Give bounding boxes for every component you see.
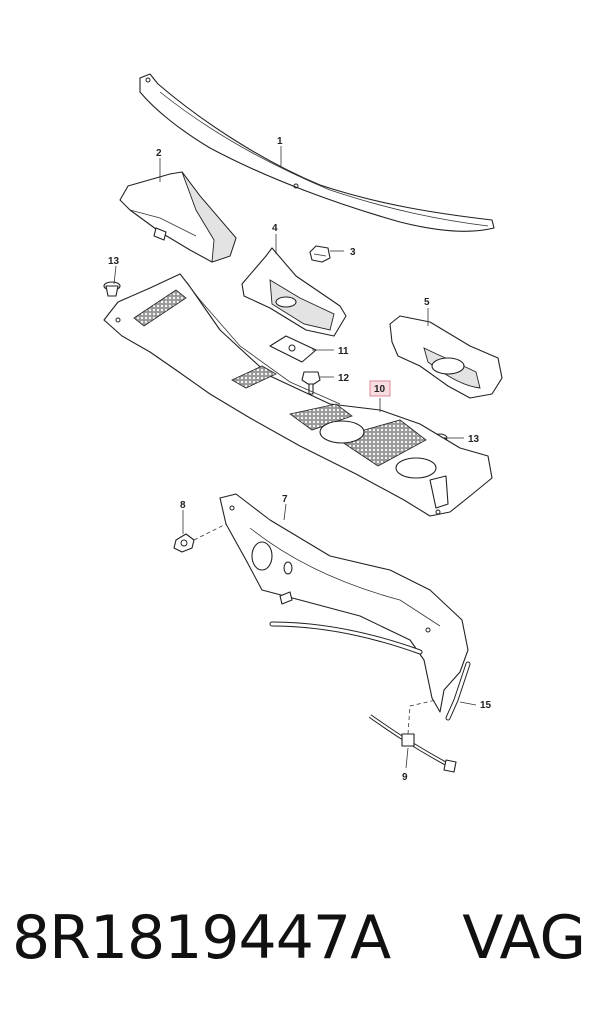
callout-15: 15 bbox=[480, 700, 492, 711]
part-8-nut bbox=[173, 533, 195, 553]
footer: 8R1819447A VAG bbox=[0, 888, 600, 988]
part-4-middle-tray bbox=[241, 247, 347, 337]
part-7-bulkhead-panel bbox=[219, 493, 469, 713]
callout-1: 1 bbox=[277, 136, 283, 147]
callout-11: 11 bbox=[338, 346, 349, 357]
part-9-cable-tie bbox=[368, 714, 457, 773]
part-2-duct-cover bbox=[119, 171, 237, 263]
callout-2: 2 bbox=[156, 148, 162, 159]
callout-5: 5 bbox=[424, 297, 430, 308]
callout-10: 10 bbox=[374, 384, 386, 395]
callout-12: 12 bbox=[338, 373, 350, 384]
part-15-seal bbox=[269, 621, 471, 721]
part-1-cowl-strip bbox=[139, 73, 495, 232]
callout-13-right: 13 bbox=[468, 434, 480, 445]
callout-7: 7 bbox=[282, 494, 288, 505]
part-10-plenum-panel bbox=[103, 273, 493, 517]
part-12-push-clip bbox=[301, 371, 321, 395]
part-13-grommet-left bbox=[103, 281, 121, 297]
callout-8: 8 bbox=[180, 500, 186, 511]
parts-diagram: 1 2 3 4 5 13 11 12 10 13 8 7 15 9 bbox=[103, 73, 503, 783]
callout-4: 4 bbox=[272, 223, 278, 234]
callout-13-left: 13 bbox=[108, 256, 120, 267]
part-5-right-tray bbox=[389, 315, 503, 399]
part-11-plate bbox=[269, 335, 317, 363]
part-number: 8R1819447A bbox=[12, 903, 391, 973]
brand-label: VAG bbox=[462, 903, 586, 973]
callout-3: 3 bbox=[350, 247, 356, 258]
highlight-box-10 bbox=[369, 380, 391, 397]
leader-lines bbox=[113, 146, 477, 769]
callout-9: 9 bbox=[402, 772, 408, 783]
part-3-clip bbox=[309, 245, 331, 263]
